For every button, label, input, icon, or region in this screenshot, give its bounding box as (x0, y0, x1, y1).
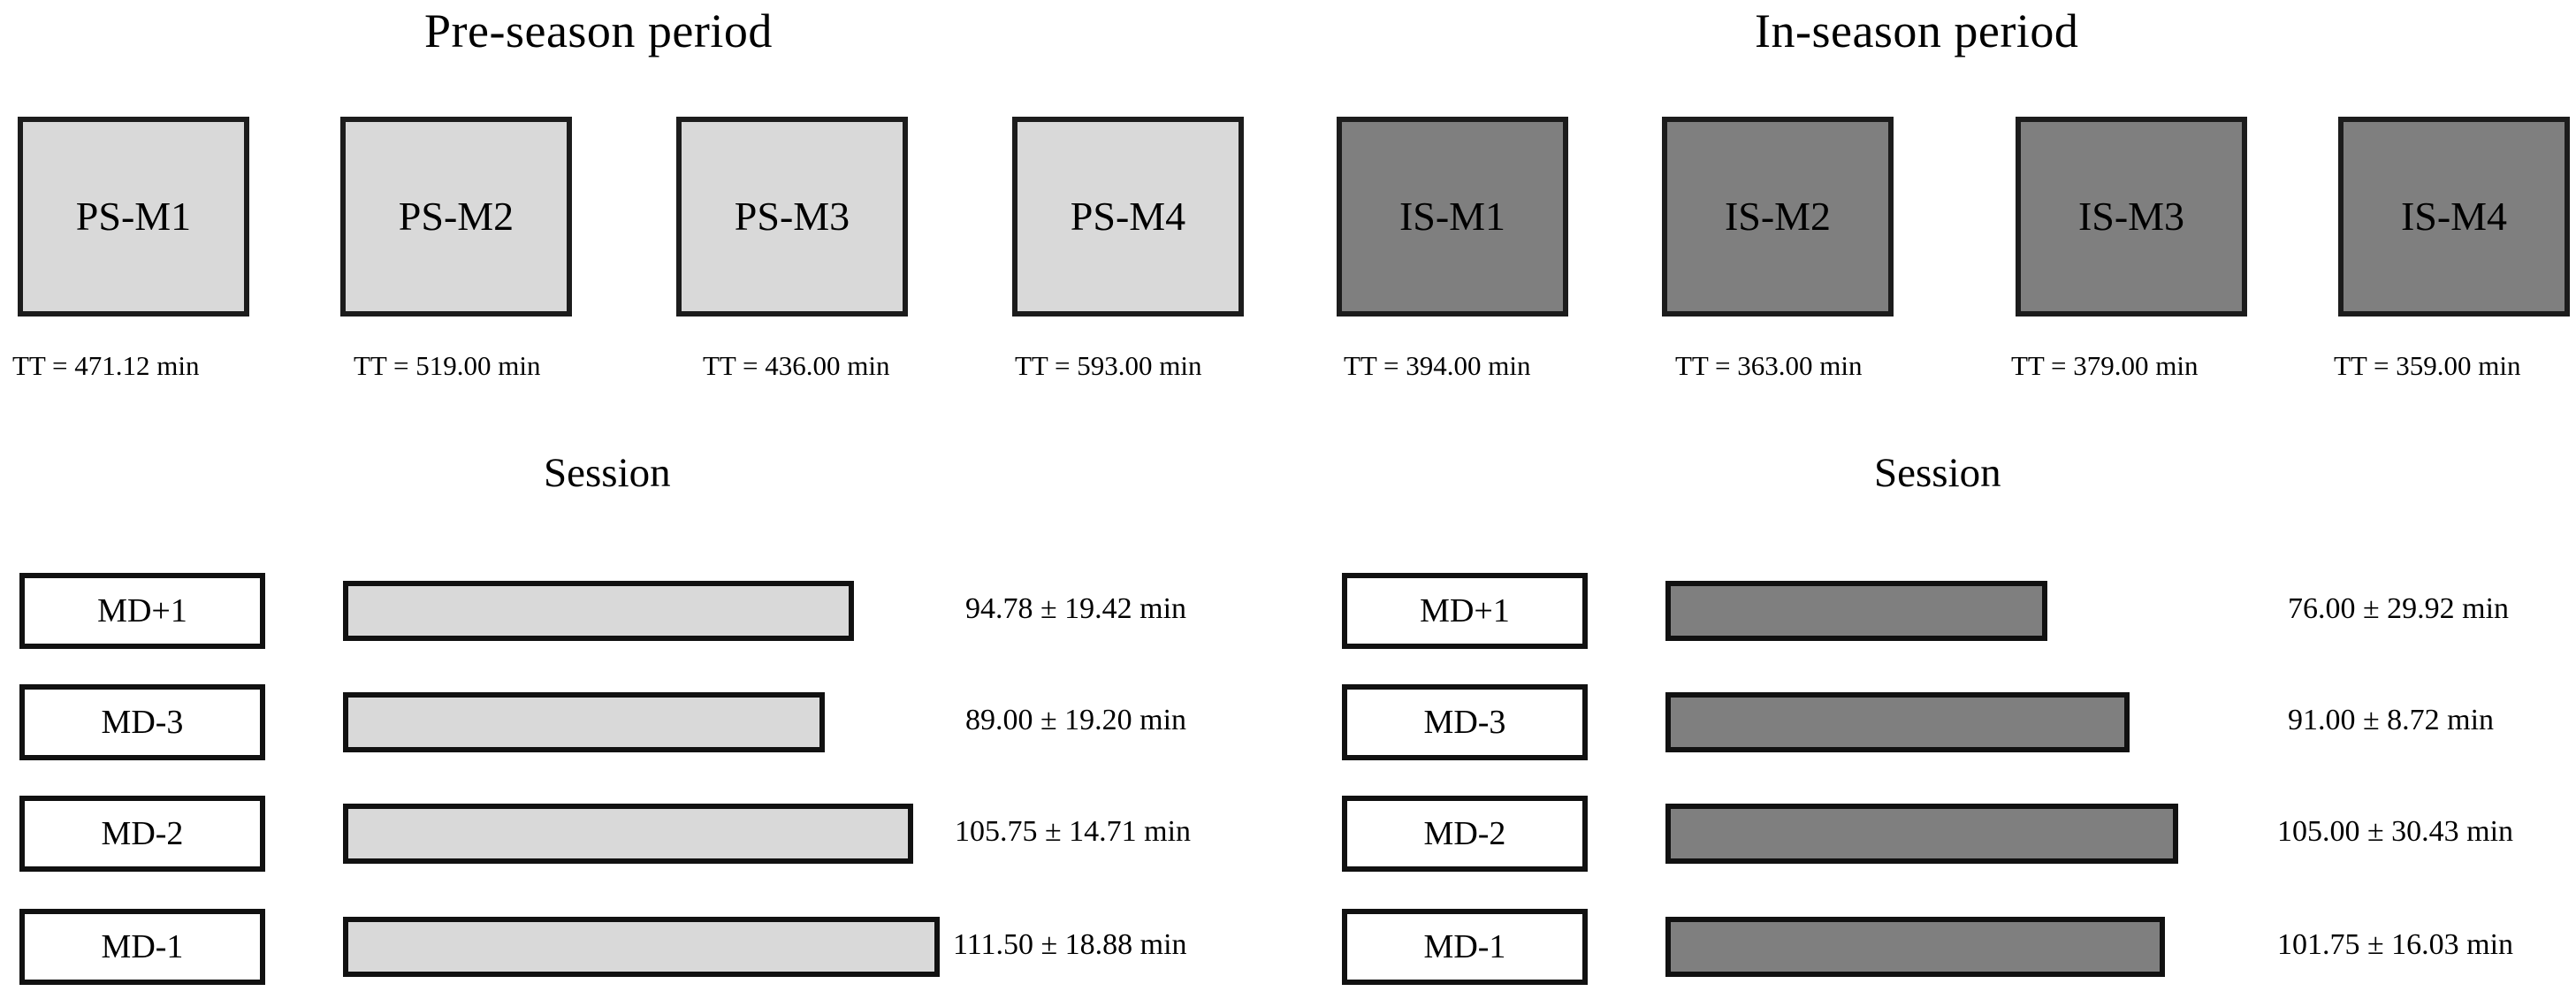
match-box-label: PS-M3 (734, 194, 850, 239)
session-label-box-md-minus-2[interactable]: MD-2 (1342, 796, 1588, 872)
session-row: MD-3 89.00 ± 19.20 min (19, 684, 1257, 760)
match-box-label: PS-M2 (398, 194, 514, 239)
session-row: MD+1 76.00 ± 29.92 min (1342, 573, 2571, 649)
duration-bar (1665, 692, 2130, 752)
total-time-label-is-m3: TT = 379.00 min (2011, 350, 2199, 381)
duration-bar (343, 804, 913, 864)
match-box-is-m4[interactable]: IS-M4 (2338, 117, 2570, 316)
duration-value: 101.75 ± 16.03 min (2277, 928, 2514, 961)
session-label: MD-1 (1423, 928, 1506, 965)
match-box-ps-m2[interactable]: PS-M2 (340, 117, 572, 316)
match-box-ps-m4[interactable]: PS-M4 (1012, 117, 1244, 316)
session-label: MD+1 (1420, 592, 1510, 629)
duration-bar (1665, 917, 2165, 977)
session-label-box-md-minus-3[interactable]: MD-3 (19, 684, 265, 760)
session-label: MD-2 (101, 815, 184, 852)
session-label-box-md-minus-1[interactable]: MD-1 (19, 909, 265, 985)
session-label-box-md-plus-1[interactable]: MD+1 (1342, 573, 1588, 649)
total-time-label-is-m4: TT = 359.00 min (2334, 350, 2521, 381)
duration-value: 111.50 ± 18.88 min (953, 928, 1187, 961)
total-time-label-is-m1: TT = 394.00 min (1344, 350, 1531, 381)
session-label: MD-1 (101, 928, 184, 965)
session-label: MD-3 (101, 704, 184, 741)
match-box-label: PS-M1 (75, 194, 192, 239)
session-label-box-md-minus-3[interactable]: MD-3 (1342, 684, 1588, 760)
session-row: MD-1 101.75 ± 16.03 min (1342, 909, 2571, 985)
session-heading-in-season: Session (1874, 450, 2001, 496)
match-box-ps-m1[interactable]: PS-M1 (18, 117, 249, 316)
session-heading-pre-season: Session (544, 450, 671, 496)
session-row: MD-2 105.00 ± 30.43 min (1342, 796, 2571, 872)
session-row: MD-1 111.50 ± 18.88 min (19, 909, 1257, 985)
pre-season-period-title: Pre-season period (424, 4, 773, 57)
session-label: MD-2 (1423, 815, 1506, 852)
duration-value: 105.00 ± 30.43 min (2277, 815, 2514, 848)
match-box-is-m1[interactable]: IS-M1 (1337, 117, 1568, 316)
session-label-box-md-minus-2[interactable]: MD-2 (19, 796, 265, 872)
match-box-label: IS-M1 (1399, 194, 1506, 239)
duration-bar (343, 917, 940, 977)
duration-bar (1665, 581, 2047, 641)
duration-value: 76.00 ± 29.92 min (2288, 592, 2510, 625)
duration-value: 89.00 ± 19.20 min (965, 704, 1187, 736)
duration-value: 91.00 ± 8.72 min (2288, 704, 2495, 736)
match-box-label: IS-M2 (1724, 194, 1832, 239)
duration-bar (343, 692, 825, 752)
total-time-label-is-m2: TT = 363.00 min (1675, 350, 1863, 381)
match-box-is-m3[interactable]: IS-M3 (2016, 117, 2247, 316)
session-row: MD-2 105.75 ± 14.71 min (19, 796, 1257, 872)
duration-bar (1665, 804, 2178, 864)
match-box-is-m2[interactable]: IS-M2 (1662, 117, 1894, 316)
session-row: MD+1 94.78 ± 19.42 min (19, 573, 1257, 649)
match-box-label: IS-M4 (2400, 194, 2508, 239)
session-label: MD-3 (1423, 704, 1506, 741)
session-label-box-md-minus-1[interactable]: MD-1 (1342, 909, 1588, 985)
match-box-label: PS-M4 (1070, 194, 1186, 239)
in-season-period-title: In-season period (1755, 4, 2079, 57)
total-time-label-ps-m4: TT = 593.00 min (1015, 350, 1202, 381)
session-label: MD+1 (97, 592, 187, 629)
session-label-box-md-plus-1[interactable]: MD+1 (19, 573, 265, 649)
duration-value: 105.75 ± 14.71 min (955, 815, 1192, 848)
session-row: MD-3 91.00 ± 8.72 min (1342, 684, 2571, 760)
total-time-label-ps-m2: TT = 519.00 min (354, 350, 541, 381)
total-time-label-ps-m1: TT = 471.12 min (12, 350, 200, 381)
match-box-ps-m3[interactable]: PS-M3 (676, 117, 908, 316)
duration-value: 94.78 ± 19.42 min (965, 592, 1187, 625)
match-box-label: IS-M3 (2077, 194, 2185, 239)
total-time-label-ps-m3: TT = 436.00 min (703, 350, 890, 381)
duration-bar (343, 581, 854, 641)
